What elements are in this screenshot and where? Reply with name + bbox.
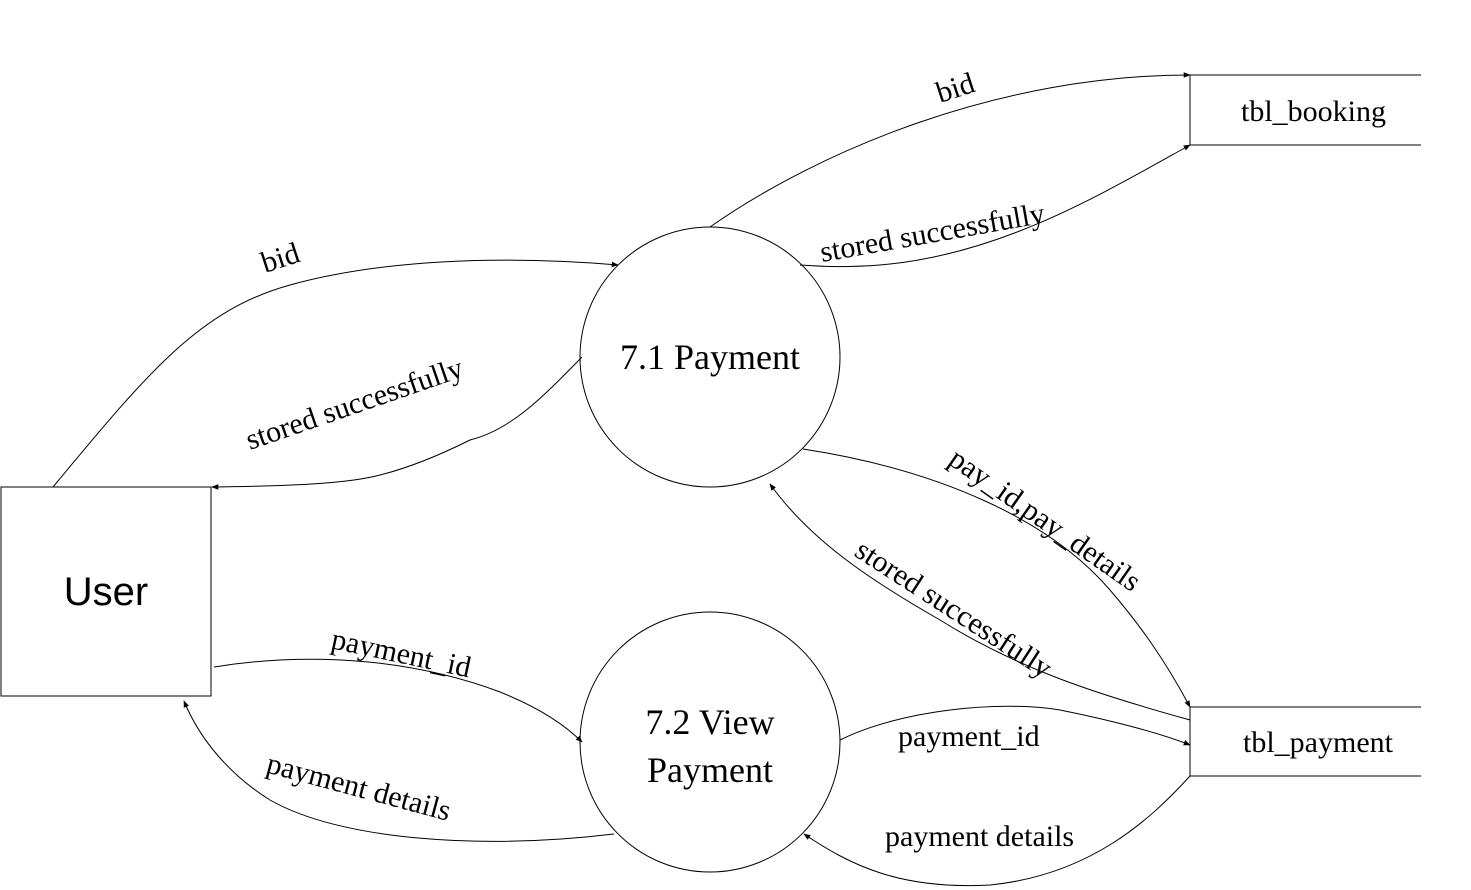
store-tbl-booking-label: tbl_booking (1241, 95, 1386, 128)
user-entity-label: User (64, 570, 148, 614)
flow-tbl-payment-to-process-7-1-label: stored successfully (849, 533, 1058, 685)
flow-process-7-1-to-tbl-payment (802, 448, 1191, 708)
store-tbl-payment-label: tbl_payment (1243, 726, 1394, 759)
user-entity-box (0, 486, 212, 697)
flow-process-7-1-to-tbl-booking (709, 72, 1191, 228)
flow-process-7-1-to-tbl-payment-label: pay_id,pay_details (943, 442, 1147, 599)
process-7-2: 7.2 View Payment (579, 611, 841, 873)
flow-user-to-process-7-1 (52, 259, 619, 488)
process-7-2-label-line2: Payment (647, 750, 773, 790)
flow-process-7-2-to-tbl-payment-label: payment_id (898, 720, 1040, 753)
flow-tbl-payment-to-process-7-1 (769, 483, 1191, 721)
flow-process-7-2-to-tbl-payment (839, 705, 1191, 746)
flow-tbl-booking-to-process-7-1 (799, 144, 1191, 268)
flow-tbl-booking-to-process-7-1-label: stored successfully (817, 197, 1047, 269)
process-7-2-label-line1: 7.2 View (645, 702, 774, 742)
flow-user-to-process-7-2-label: payment_id (329, 623, 474, 685)
process-7-1: 7.1 Payment (579, 226, 841, 488)
flow-process-7-1-to-user-label: stored successfully (242, 351, 468, 456)
flow-process-7-1-to-user (211, 356, 583, 490)
flow-tbl-payment-to-process-7-2-label: payment details (885, 820, 1074, 853)
flow-process-7-2-to-user (183, 700, 615, 842)
process-7-2-circle (579, 611, 841, 873)
process-7-1-label: 7.1 Payment (620, 337, 800, 377)
flow-tbl-payment-to-process-7-2 (803, 775, 1191, 887)
flow-process-7-2-to-user-label: payment details (263, 747, 454, 828)
flow-user-to-process-7-2 (213, 658, 583, 743)
flow-user-to-process-7-1-label: bid (257, 236, 304, 279)
flow-process-7-1-to-tbl-booking-label: bid (932, 66, 979, 109)
store-tbl-payment: tbl_payment (1189, 706, 1421, 777)
user-entity: User (0, 486, 212, 697)
store-tbl-booking: tbl_booking (1189, 74, 1421, 146)
